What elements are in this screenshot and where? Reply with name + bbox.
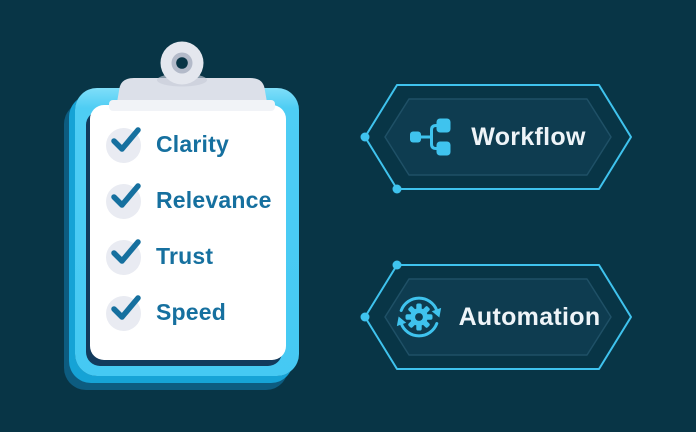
checklist-item-trust: Trust <box>106 238 278 275</box>
checklist-item-relevance: Relevance <box>106 182 278 219</box>
checklist-item-speed: Speed <box>106 294 278 331</box>
checklist-item-label: Trust <box>156 243 214 269</box>
check-icon <box>106 238 143 275</box>
checklist-item-clarity: Clarity <box>106 126 278 163</box>
automation-badge[interactable]: Automation <box>360 260 636 374</box>
checklist-item-label: Speed <box>156 299 227 325</box>
check-icon <box>106 126 143 163</box>
check-icon <box>106 182 143 219</box>
checklist: Clarity Relevance Trust <box>90 105 286 360</box>
automation-icon <box>396 296 441 338</box>
hexagon-frame <box>360 84 632 194</box>
workflow-icon <box>410 118 451 156</box>
badge-label: Workflow <box>471 122 586 151</box>
clipboard-clip-icon <box>109 41 275 111</box>
clipboard-illustration: Clarity Relevance Trust <box>75 41 299 376</box>
check-icon <box>106 294 143 331</box>
checklist-item-label: Relevance <box>156 187 272 213</box>
badge-label: Automation <box>458 302 601 331</box>
hexagon-frame <box>360 260 632 370</box>
checklist-item-label: Clarity <box>156 131 229 157</box>
workflow-badge[interactable]: Workflow <box>360 80 636 194</box>
